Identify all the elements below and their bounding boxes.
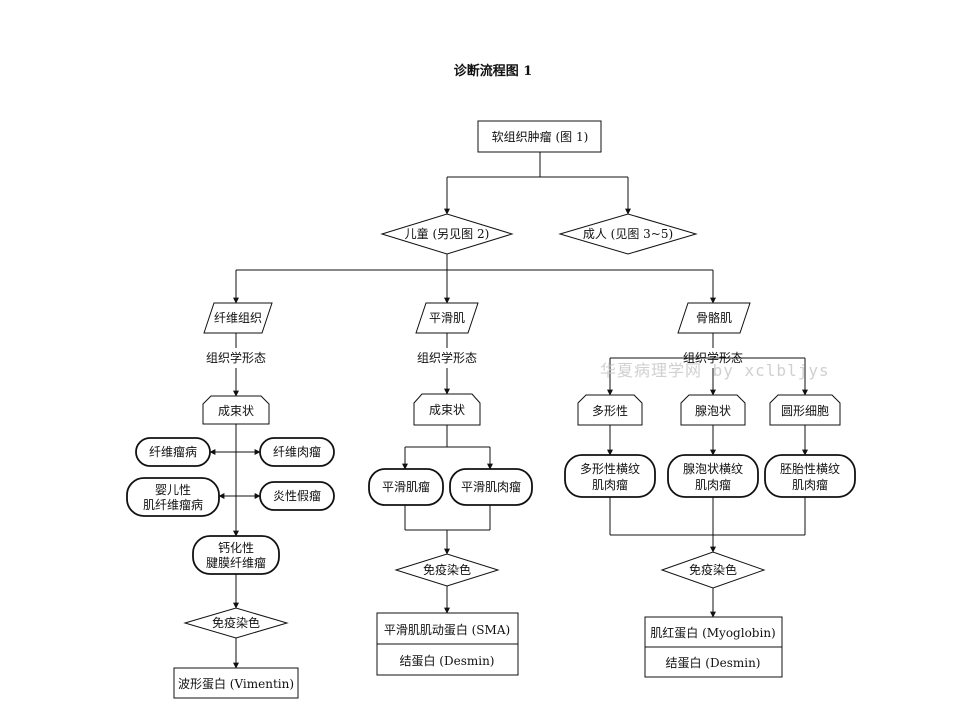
node-smooth: 平滑肌 — [415, 302, 479, 334]
node-alveolar: 腺泡状 — [680, 394, 746, 426]
node-fibrosarcoma-label: 纤维肉瘤 — [273, 444, 321, 459]
node-sma-label: 平滑肌肌动蛋白 (SMA) — [384, 622, 510, 637]
node-pleo-rms-label-line1: 多形性横纹 — [580, 462, 640, 476]
node-myoglobin-desmin: 肌红蛋白 (Myoglobin) 结蛋白 (Desmin) — [644, 616, 783, 678]
node-calcifying-label-line2: 腱膜纤维瘤 — [206, 555, 266, 570]
node-ihc-middle-label: 免疫染色 — [423, 562, 471, 577]
node-infantile-label-line2: 肌纤维瘤病 — [143, 497, 203, 512]
node-child: 儿童 (另见图 2) — [380, 213, 514, 255]
node-fibrous: 纤维组织 — [203, 302, 273, 334]
node-alveolar-label: 腺泡状 — [695, 404, 731, 418]
node-ihc-right-label: 免疫染色 — [689, 562, 737, 577]
node-infantile-myofibromatosis: 婴儿性 肌纤维瘤病 — [126, 477, 220, 517]
node-leiomyosarcoma: 平滑肌肉瘤 — [449, 468, 533, 506]
node-fibromatosis: 纤维瘤病 — [135, 437, 211, 467]
node-fascicular-left: 成束状 — [202, 395, 270, 425]
node-alv-rms-label-line2: 肌肉瘤 — [695, 477, 731, 492]
node-round-cell: 圆形细胞 — [769, 394, 841, 426]
node-root-label: 软组织肿瘤 (图 1) — [492, 129, 589, 144]
node-alv-rms-label-line1: 腺泡状横纹 — [683, 462, 743, 476]
node-vimentin-label: 波形蛋白 (Vimentin) — [178, 676, 294, 691]
node-leiomyoma: 平滑肌瘤 — [368, 468, 444, 506]
node-leiomyoma-label: 平滑肌瘤 — [382, 479, 430, 494]
node-emb-rms-label-line1: 胚胎性横纹 — [780, 462, 840, 476]
node-smooth-label: 平滑肌 — [429, 311, 465, 325]
node-pleo-rms-label-line2: 肌肉瘤 — [592, 477, 628, 492]
node-pleomorphic-label: 多形性 — [592, 404, 628, 418]
node-fascicular-left-label: 成束状 — [218, 404, 254, 418]
node-embryonal-rms: 胚胎性横纹 肌肉瘤 — [764, 454, 856, 498]
histology-label-middle: 组织学形态 — [417, 350, 477, 365]
node-fascicular-middle: 成束状 — [413, 393, 481, 426]
node-adult-label: 成人 (见图 3~5) — [583, 227, 673, 241]
node-emb-rms-label-line2: 肌肉瘤 — [792, 477, 828, 492]
histology-label-left: 组织学形态 — [206, 350, 266, 365]
node-desmin-middle-label: 结蛋白 (Desmin) — [399, 653, 494, 668]
diagram-title: 诊断流程图 1 — [454, 63, 533, 79]
node-fascicular-middle-label: 成束状 — [429, 403, 465, 417]
node-ihc-left: 免疫染色 — [183, 607, 289, 639]
node-myoglobin-label: 肌红蛋白 (Myoglobin) — [650, 625, 775, 640]
histology-label-right: 组织学形态 — [683, 350, 743, 365]
node-round-cell-label: 圆形细胞 — [781, 404, 829, 418]
node-ihc-right: 免疫染色 — [660, 551, 766, 589]
watermark-text: 华夏病理学网 by xclbljys — [600, 361, 830, 380]
node-pleomorphic-rms: 多形性横纹 肌肉瘤 — [564, 454, 656, 498]
node-ihc-left-label: 免疫染色 — [212, 615, 260, 630]
node-fibrous-label: 纤维组织 — [214, 311, 262, 325]
node-skeletal: 骨骼肌 — [677, 302, 751, 334]
node-infantile-label-line1: 婴儿性 — [155, 483, 191, 497]
node-inflammatory-label: 炎性假瘤 — [273, 488, 321, 503]
node-adult: 成人 (见图 3~5) — [558, 213, 698, 255]
node-fibromatosis-label: 纤维瘤病 — [149, 444, 197, 459]
node-ihc-middle: 免疫染色 — [394, 553, 500, 587]
node-alveolar-rms: 腺泡状横纹 肌肉瘤 — [667, 454, 759, 498]
node-vimentin: 波形蛋白 (Vimentin) — [173, 667, 299, 699]
node-desmin-right-label: 结蛋白 (Desmin) — [665, 655, 760, 670]
node-pleomorphic: 多形性 — [577, 394, 643, 426]
node-calcifying-label-line1: 钙化性 — [218, 541, 254, 555]
node-leiomyosarcoma-label: 平滑肌肉瘤 — [461, 479, 521, 494]
node-calcifying-aponeurotic-fibroma: 钙化性 腱膜纤维瘤 — [192, 535, 280, 575]
connectors — [209, 152, 808, 669]
node-child-label: 儿童 (另见图 2) — [405, 226, 490, 241]
node-root: 软组织肿瘤 (图 1) — [477, 120, 602, 153]
node-fibrosarcoma: 纤维肉瘤 — [259, 437, 335, 467]
node-skeletal-label: 骨骼肌 — [696, 310, 732, 325]
node-inflammatory-pseudotumor: 炎性假瘤 — [259, 481, 335, 511]
node-sma-desmin: 平滑肌肌动蛋白 (SMA) 结蛋白 (Desmin) — [376, 612, 519, 676]
